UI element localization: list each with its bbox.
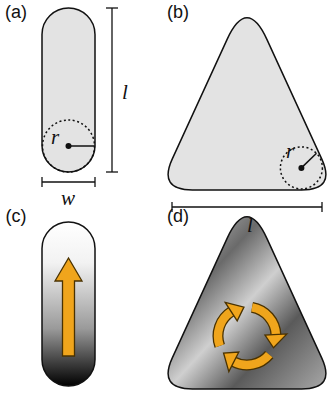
center-dot [66,143,72,149]
radius-label: r [286,141,294,162]
radius-circle [43,120,95,172]
panel-label: (c) [6,207,27,225]
triangle-shape [168,18,326,190]
arrow-outline [218,311,232,346]
center-dot [298,165,304,171]
panel-label: (b) [167,3,189,21]
dimension-label: l [122,82,128,103]
arrow-outline [252,307,276,335]
dimension-label: l [247,215,253,236]
arrow-arc [233,355,269,365]
dimension-bar [42,177,95,187]
rotation-arrows [218,302,287,371]
triangle-shape [168,217,326,389]
arrow-arc [252,307,276,335]
arrow-outline [233,355,269,365]
panel-label: (a) [5,3,27,21]
stadium-shape [42,8,95,172]
dimension-label: w [61,188,75,209]
stadium-shape [42,222,95,386]
polarity-arrow [55,258,82,356]
panel-label: (d) [167,207,189,225]
radius-line [69,145,95,147]
arrow-head [225,302,244,320]
arrow-head [224,352,239,372]
dimension-bar [172,202,322,212]
radius-label: r [51,127,59,148]
radius-line [301,153,316,168]
arrow-arc [218,311,232,346]
dimension-bar [106,8,118,172]
arrow-head [265,334,287,348]
